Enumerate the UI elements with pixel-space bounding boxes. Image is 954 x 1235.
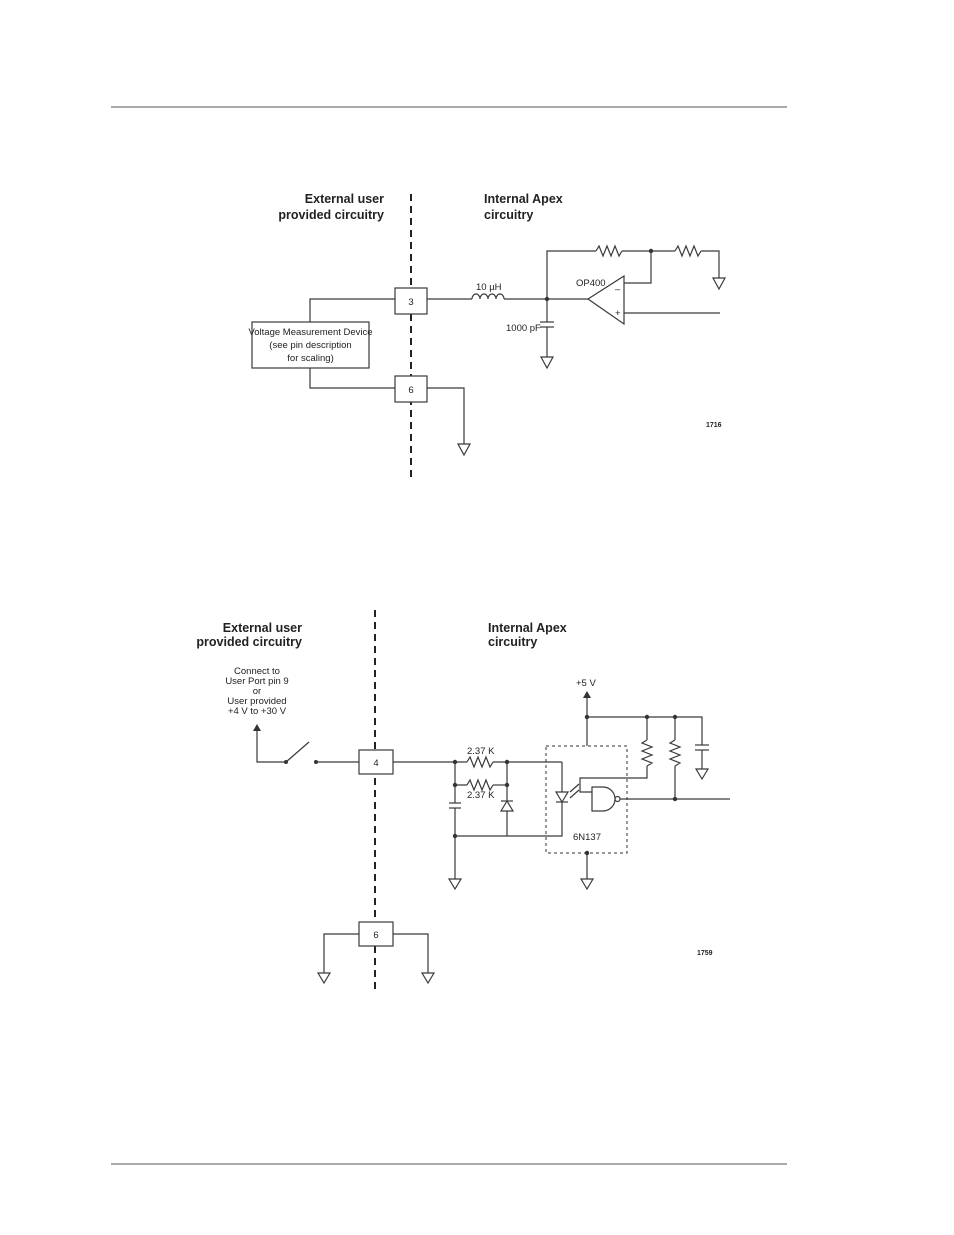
d2-ground-symbol-2	[696, 769, 708, 779]
d1-opamp-plus: +	[615, 308, 621, 319]
d2-wire-source	[257, 731, 286, 762]
diagram-optocoupler-input: External user provided circuitry Interna…	[196, 610, 730, 992]
d2-logic-gate	[592, 787, 615, 811]
d1-left-header-line2: provided circuitry	[278, 208, 384, 222]
d2-resistor-1	[467, 757, 493, 767]
d1-resistor-ground	[675, 246, 701, 256]
d1-wire-feedback-minus	[624, 251, 651, 283]
d2-resistor-pullup-1	[642, 740, 652, 766]
d1-wire-pin6-ground	[427, 388, 464, 444]
d2-optocoupler-label: 6N137	[573, 832, 601, 843]
d2-wire-r2-left	[455, 762, 467, 785]
d1-device-label-line3: for scaling)	[287, 353, 333, 364]
d1-figure-id: 1716	[706, 422, 722, 429]
d2-ground-symbol-5	[422, 973, 434, 983]
d1-wire-device-pin3	[310, 299, 395, 322]
d1-opamp-label: OP400	[576, 278, 606, 289]
d1-wire-resistor-ground	[701, 251, 719, 278]
d1-wire-device-pin6	[310, 368, 395, 388]
d2-supply-rail-arrow	[583, 691, 591, 698]
d1-ground-symbol-1	[458, 444, 470, 455]
d2-resistor-2-label: 2.37 K	[467, 790, 495, 801]
d2-pin-4-label: 4	[373, 758, 378, 769]
d2-right-header-line2: circuitry	[488, 635, 537, 649]
d1-right-header-line2: circuitry	[484, 208, 533, 222]
d2-wire-supply-rail	[587, 717, 702, 745]
d2-resistor-pullup-2	[670, 740, 680, 766]
d2-diode-body	[501, 801, 513, 811]
d2-led-body	[556, 792, 568, 802]
d2-wire-gate-enable	[580, 768, 647, 792]
d2-resistor-1-label: 2.37 K	[467, 746, 495, 757]
d1-resistor-feedback	[596, 246, 622, 256]
d2-left-header-line2: provided circuitry	[196, 635, 302, 649]
d1-inductor-label: 10 µH	[476, 282, 502, 293]
d1-ground-symbol-2	[541, 357, 553, 368]
d1-wire-feedback-left	[547, 251, 596, 299]
d2-node-package-ground	[585, 851, 589, 855]
d1-left-header-line1: External user	[305, 192, 384, 206]
d2-figure-id: 1759	[697, 950, 713, 957]
d2-resistor-2	[467, 780, 493, 790]
d2-wire-pin6-ground-right	[393, 934, 428, 973]
d1-right-header-line1: Internal Apex	[484, 192, 563, 206]
d2-pin-6-label: 6	[373, 930, 378, 941]
d2-ground-symbol-3	[581, 879, 593, 889]
d2-left-header-line1: External user	[223, 621, 302, 635]
diagram-voltage-measurement: External user provided circuitry Interna…	[248, 192, 725, 480]
d1-pin-3-label: 3	[408, 297, 413, 308]
d2-wire-pin6-ground-left	[324, 934, 359, 973]
d1-inductor	[472, 294, 504, 299]
d2-ground-symbol-1	[449, 879, 461, 889]
d1-ground-symbol-3	[713, 278, 725, 289]
d1-pin-6-label: 6	[408, 385, 413, 396]
d2-gate-inverter-bubble	[615, 797, 620, 802]
d1-device-label-line1: Voltage Measurement Device	[248, 327, 372, 338]
d1-capacitor-label: 1000 pF	[506, 323, 541, 334]
d2-ground-symbol-4	[318, 973, 330, 983]
d2-supply-label: +5 V	[576, 678, 596, 689]
d1-device-label-line2: (see pin description	[269, 340, 351, 351]
d2-switch-lever	[286, 742, 309, 762]
d2-right-header-line1: Internal Apex	[488, 621, 567, 635]
d1-opamp-minus: –	[615, 284, 621, 295]
d2-supply-arrow	[253, 724, 261, 731]
d2-note-line5: +4 V to +30 V	[228, 706, 287, 717]
